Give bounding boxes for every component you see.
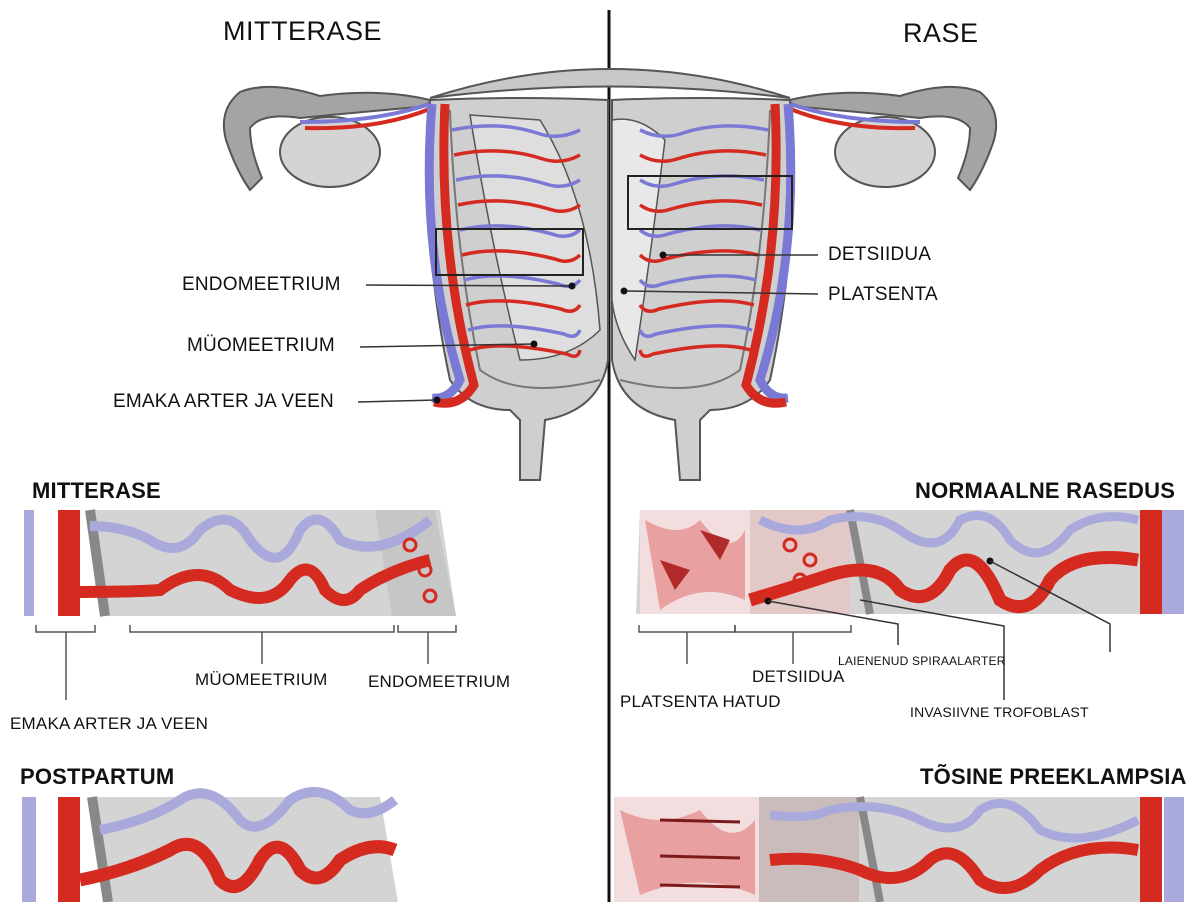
label-invasive-trophoblast: INVASIIVNE TROFOBLAST	[910, 704, 1089, 720]
label-placenta-villi: PLATSENTA HATUD	[620, 692, 781, 712]
label-myometrium-panel: MÜOMEETRIUM	[195, 670, 328, 690]
label-dilated-spiral-artery: LAIENENUD SPIRAALARTER	[838, 654, 1006, 668]
panel-postpartum-illustration	[22, 792, 398, 902]
label-uterine-vessels-top: EMAKA ARTER JA VEEN	[113, 391, 334, 413]
panel-title-normal-pregnancy: NORMAALNE RASEDUS	[915, 478, 1175, 504]
panel-normal-pregnancy-illustration	[636, 510, 1184, 700]
label-decidua-top: DETSIIDUA	[828, 244, 931, 266]
label-myometrium-top: MÜOMEETRIUM	[187, 335, 335, 357]
label-endometrium-top: ENDOMEETRIUM	[182, 274, 341, 296]
top-right-title: RASE	[903, 18, 979, 49]
label-uterine-vessels-panel: EMAKA ARTER JA VEEN	[10, 714, 208, 734]
top-left-title: MITTERASE	[223, 16, 382, 47]
panel-title-preeclampsia: TÕSINE PREEKLAMPSIA	[920, 764, 1187, 790]
panel-title-nonpregnant: MITTERASE	[32, 478, 161, 504]
label-placenta-top: PLATSENTA	[828, 284, 938, 306]
panel-title-postpartum: POSTPARTUM	[20, 764, 174, 790]
label-endometrium-panel: ENDOMEETRIUM	[368, 672, 510, 692]
label-decidua-panel: DETSIIDUA	[752, 667, 844, 687]
panel-preeclampsia-illustration	[614, 797, 1184, 902]
